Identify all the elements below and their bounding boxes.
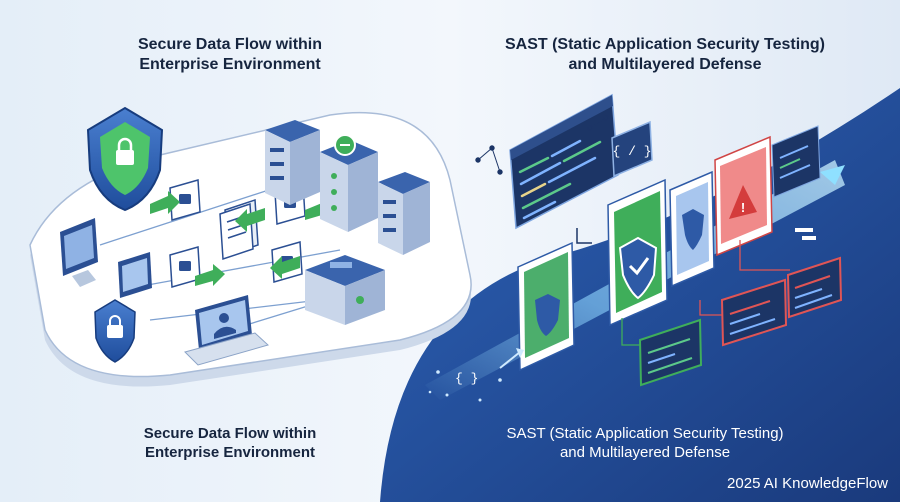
beam-arrow-icon <box>820 165 845 185</box>
defense-layer-2 <box>607 178 668 327</box>
code-panel-dark <box>771 125 821 198</box>
encrypted-document-icon <box>169 179 201 221</box>
warning-glyph: ! <box>741 200 745 215</box>
title-line: Secure Data Flow within <box>143 425 317 442</box>
title-line: Enterprise Environment <box>139 56 321 73</box>
server-rack-icon <box>265 120 320 205</box>
title-line: SAST (Static Application Security Testin… <box>504 36 826 53</box>
connector-arrow <box>576 228 592 244</box>
left-title-top: Secure Data Flow within Enterprise Envir… <box>90 35 370 75</box>
filter-shield-icon <box>535 294 560 336</box>
right-title-bottom: SAST (Static Application Security Testin… <box>470 425 820 463</box>
defense-layer-3 <box>669 170 715 288</box>
watermark: 2025 AI KnowledgeFlow <box>727 475 888 492</box>
flagged-code-panel <box>786 256 843 319</box>
flagged-code-panel <box>720 278 788 347</box>
desktop-monitor-icon <box>60 218 98 287</box>
tool-icon <box>795 228 816 240</box>
warning-icon <box>729 185 757 219</box>
network-constellation <box>475 115 609 175</box>
title-line: and Multilayered Defense <box>559 443 731 461</box>
filter-shield-icon <box>682 209 704 250</box>
connector-arrow <box>621 318 640 346</box>
server-rack-icon <box>378 172 430 255</box>
shield-lock-icon <box>94 299 136 363</box>
title-line: SAST (Static Application Security Testin… <box>506 425 784 442</box>
code-badge: { / } <box>611 120 653 178</box>
server-rack-icon <box>305 255 385 325</box>
arrow-icon <box>195 264 225 286</box>
server-rack-icon <box>320 140 378 232</box>
code-particle-label: { } <box>455 371 478 386</box>
code-badge-label: { / } <box>612 144 651 159</box>
laptop-user-icon <box>184 295 269 366</box>
title-line: and Multilayered Defense <box>568 56 762 73</box>
tablet-icon <box>118 252 152 298</box>
title-line: Secure Data Flow within <box>137 36 323 53</box>
shield-lock-icon <box>86 106 164 212</box>
arrow-icon <box>270 256 300 279</box>
security-check-badge-icon <box>334 134 356 156</box>
clean-code-panel <box>638 318 703 387</box>
title-line: Enterprise Environment <box>144 443 316 461</box>
alert-connector-lines <box>699 240 790 316</box>
left-title-bottom: Secure Data Flow within Enterprise Envir… <box>80 425 380 463</box>
vulnerability-alert-layer: ! <box>714 135 773 257</box>
arrow-icon <box>150 191 180 214</box>
check-shield-icon <box>618 236 658 300</box>
arrow-icon <box>235 208 265 232</box>
right-title-top: SAST (Static Application Security Testin… <box>470 35 860 75</box>
code-input-particles: { } <box>428 348 524 402</box>
defense-layer-1 <box>517 241 575 372</box>
